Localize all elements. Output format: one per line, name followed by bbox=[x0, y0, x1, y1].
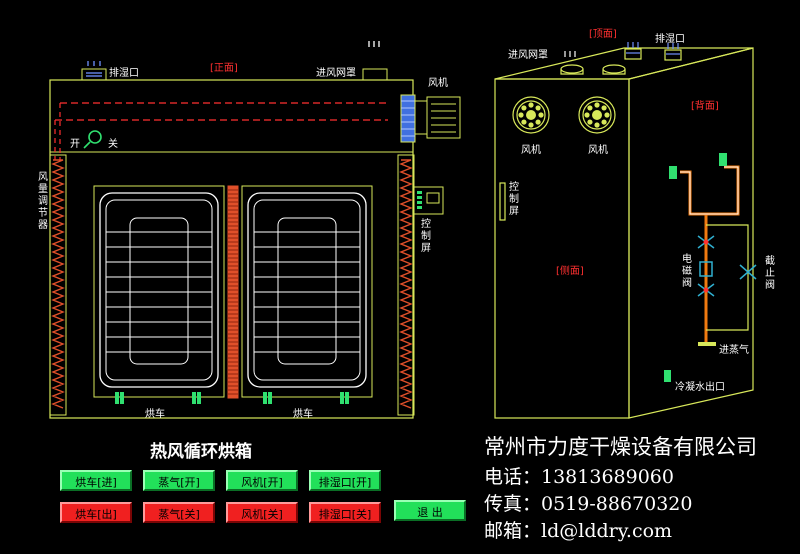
left-heater-frame bbox=[49, 154, 67, 416]
open-label[interactable]: 开 bbox=[70, 139, 80, 150]
exhaust-box bbox=[81, 68, 107, 81]
steam-off-button[interactable]: 蒸气[关] bbox=[143, 502, 215, 523]
condensate-label: 冷凝水出口 bbox=[675, 382, 725, 393]
side-exhaust-label: 排湿口 bbox=[655, 34, 685, 45]
fan-icon[interactable] bbox=[578, 96, 616, 134]
fan-label: 风机 bbox=[428, 78, 448, 89]
company-email: 邮箱：ld@lddry.com bbox=[484, 520, 673, 542]
fan-coupling bbox=[414, 100, 428, 135]
company-phone: 电话：13813689060 bbox=[484, 466, 674, 488]
exhaust-off-button[interactable]: 排湿口[关] bbox=[309, 502, 381, 523]
cart-left-frame bbox=[93, 185, 225, 398]
cart-right-core bbox=[277, 217, 337, 365]
cart-right-inner bbox=[253, 199, 361, 381]
stop-valve-label: 截止阀 bbox=[765, 256, 775, 291]
right-heater-frame bbox=[397, 154, 415, 416]
exit-button[interactable]: 退 出 bbox=[394, 500, 466, 521]
exhaust-top-1 bbox=[624, 48, 642, 60]
cart-right-frame bbox=[241, 185, 373, 398]
front-view-tag: [正面] bbox=[210, 63, 238, 74]
side-control-screen bbox=[499, 182, 506, 221]
fan1-label: 风机 bbox=[521, 145, 541, 156]
fan-on-button[interactable]: 风机[开] bbox=[226, 470, 298, 491]
top-view-tag: [顶面] bbox=[589, 29, 617, 40]
front-view bbox=[49, 41, 461, 419]
fan-icon[interactable] bbox=[512, 96, 550, 134]
fan2-label: 风机 bbox=[588, 145, 608, 156]
front-control-label: 控制屏 bbox=[421, 219, 431, 254]
cart-wheels bbox=[115, 392, 349, 404]
company-name: 常州市力度干燥设备有限公司 bbox=[484, 435, 757, 459]
control-panel-icon[interactable] bbox=[412, 186, 444, 215]
fan-motor bbox=[426, 96, 461, 139]
key-icon[interactable] bbox=[83, 130, 102, 149]
fan-blades bbox=[400, 94, 416, 143]
left-heater-coil bbox=[51, 159, 65, 409]
exhaust-top-2 bbox=[664, 49, 682, 61]
side-front-face bbox=[494, 78, 630, 419]
exhaust-label: 排湿口 bbox=[109, 68, 139, 79]
cart-out-button[interactable]: 烘车[出] bbox=[60, 502, 132, 523]
cart-right-label: 烘车 bbox=[293, 409, 313, 420]
cart-left-label: 烘车 bbox=[145, 409, 165, 420]
intake-label: 进风网罩 bbox=[316, 68, 356, 79]
steam-on-button[interactable]: 蒸气[开] bbox=[143, 470, 215, 491]
vent-icon bbox=[368, 41, 380, 47]
vent-icon bbox=[626, 42, 680, 55]
center-heater bbox=[227, 185, 239, 399]
cart-left-inner bbox=[105, 199, 213, 381]
page-title: 热风循环烘箱 bbox=[150, 442, 252, 462]
condensate-outlet bbox=[664, 370, 671, 382]
side-intake-label: 进风网罩 bbox=[508, 50, 548, 61]
exhaust-on-button[interactable]: 排湿口[开] bbox=[309, 470, 381, 491]
cart-left-body bbox=[99, 192, 219, 388]
right-heater-coil bbox=[399, 159, 413, 409]
side-view-tag: [侧面] bbox=[556, 266, 584, 277]
side-control-label: 控制屏 bbox=[509, 182, 519, 217]
solenoid-label: 电磁阀 bbox=[682, 254, 692, 289]
close-label[interactable]: 关 bbox=[108, 139, 118, 150]
company-fax: 传真：0519-88670320 bbox=[484, 493, 693, 515]
damper-label: 风量调节器 bbox=[38, 172, 48, 231]
side-right-face bbox=[628, 47, 754, 419]
cart-left-core bbox=[129, 217, 189, 365]
intake-box bbox=[362, 68, 388, 81]
cart-right-body bbox=[247, 192, 367, 388]
side-view bbox=[494, 42, 757, 419]
cart-in-button[interactable]: 烘车[进] bbox=[60, 470, 132, 491]
fan-off-button[interactable]: 风机[关] bbox=[226, 502, 298, 523]
back-view-tag: [背面] bbox=[691, 101, 719, 112]
steam-in-label: 进蒸气 bbox=[719, 345, 749, 356]
vent-icon bbox=[86, 61, 102, 77]
